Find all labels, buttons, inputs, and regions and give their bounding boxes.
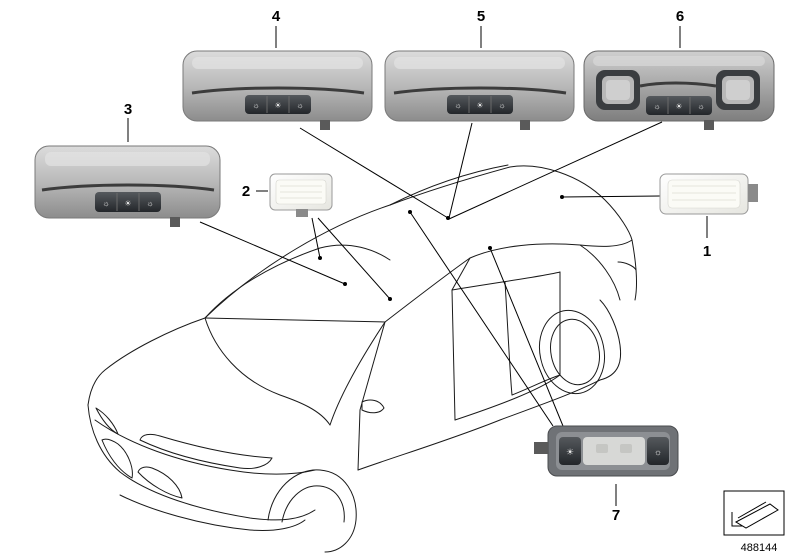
reading-lamp-icon: ☼ xyxy=(146,199,153,208)
reading-lamp-icon: ☼ xyxy=(654,447,662,457)
reading-lamp-icon: ☼ xyxy=(252,101,259,110)
callout-5: 5 xyxy=(477,8,485,25)
interior-light-icon: ☀ xyxy=(124,199,131,208)
overhead-console-part-4: ☼ ☀ ☼ xyxy=(182,50,373,130)
reading-lamp-icon: ☼ xyxy=(697,102,704,111)
reading-lamp-icon: ☼ xyxy=(498,101,505,110)
lamp-part-2 xyxy=(269,173,333,217)
car-outline xyxy=(87,164,637,553)
rear-reading-light-part-7: ☀ ☼ xyxy=(534,425,679,477)
reference-box xyxy=(723,490,785,536)
overhead-console-part-6: ☼ ☀ ☼ xyxy=(583,50,775,130)
callout-7: 7 xyxy=(612,507,620,524)
interior-light-icon: ☀ xyxy=(476,101,483,110)
interior-light-icon: ☀ xyxy=(675,102,682,111)
interior-light-icon: ☀ xyxy=(566,447,574,457)
leader-lines xyxy=(127,26,708,506)
reading-lamp-icon: ☼ xyxy=(653,102,660,111)
interior-light-icon: ☀ xyxy=(274,101,281,110)
diagram-number: 488144 xyxy=(741,542,778,554)
arrow-icon xyxy=(731,501,779,529)
reading-lamp-icon: ☼ xyxy=(454,101,461,110)
callout-6: 6 xyxy=(676,8,684,25)
callout-3: 3 xyxy=(124,101,132,118)
callout-1: 1 xyxy=(703,243,711,260)
reading-lamp-icon: ☼ xyxy=(102,199,109,208)
callout-4: 4 xyxy=(272,8,281,25)
reading-lamp-icon: ☼ xyxy=(296,101,303,110)
callout-2: 2 xyxy=(242,183,250,200)
lamp-part-1 xyxy=(659,173,758,215)
overhead-console-part-3: ☼ ☀ ☼ xyxy=(34,145,221,227)
overhead-console-part-5: ☼ ☀ ☼ xyxy=(384,50,575,130)
